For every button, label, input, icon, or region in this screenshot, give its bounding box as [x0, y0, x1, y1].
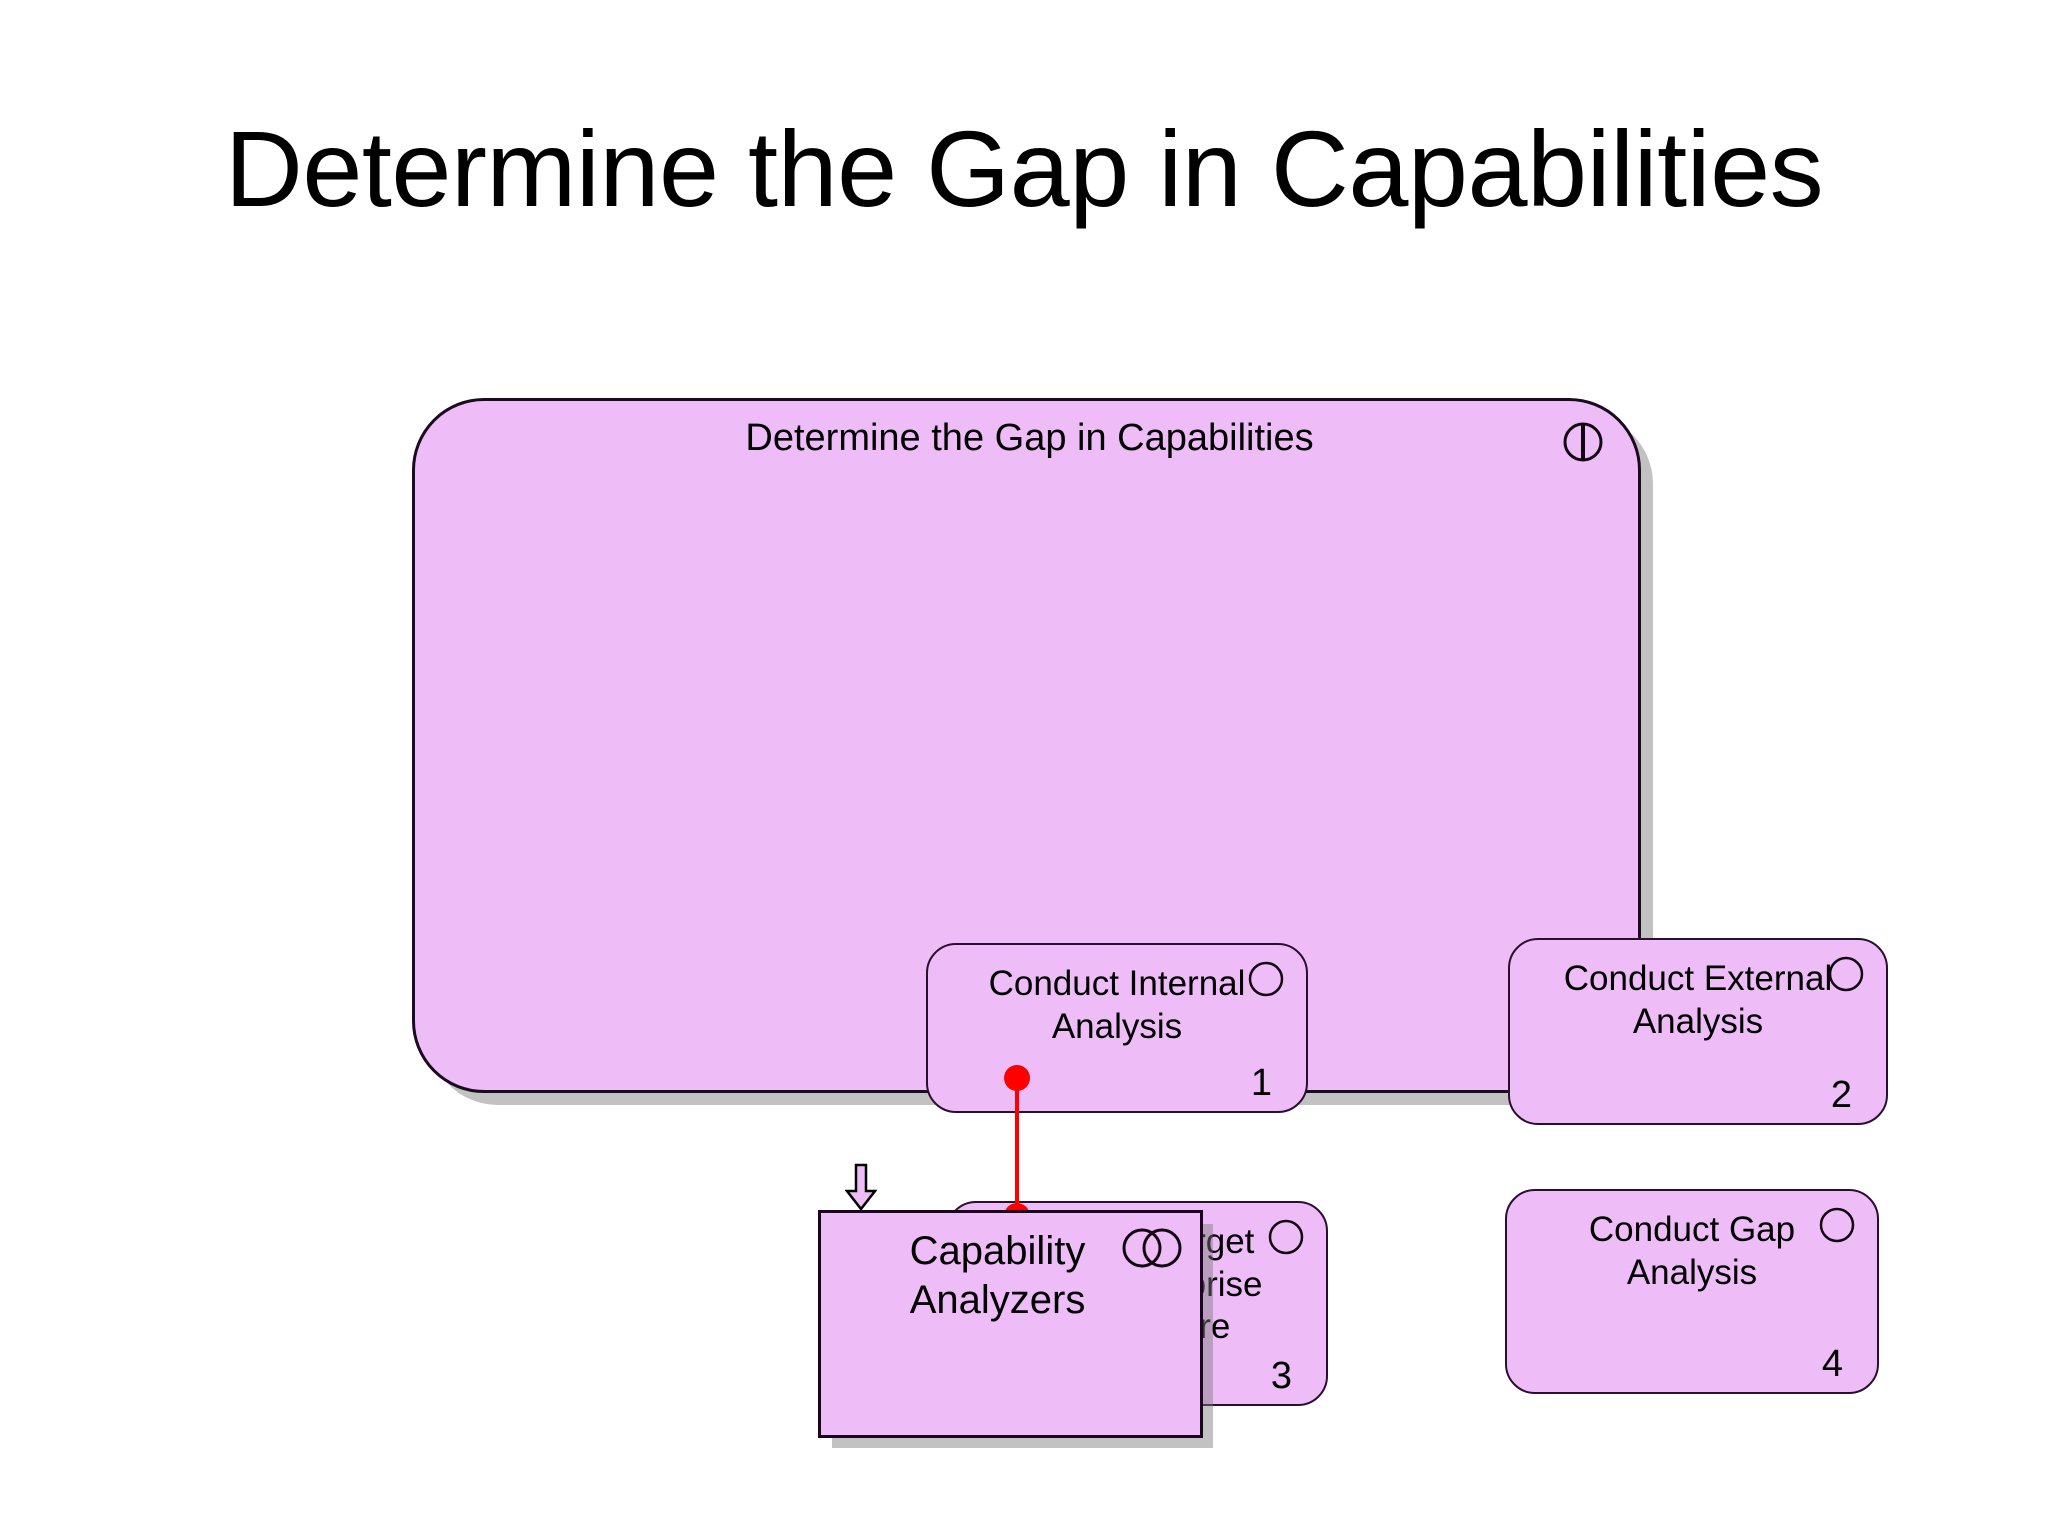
down-arrow-icon	[845, 1163, 877, 1211]
action-number: 4	[1821, 1343, 1843, 1385]
realization-connector-line[interactable]	[1015, 1080, 1019, 1225]
component-label-line1: Capability	[909, 1229, 1086, 1273]
action-label-line1: Conduct Internal	[988, 964, 1246, 1003]
activity-container-title: Determine the Gap in Capabilities	[745, 417, 1314, 459]
action-label: Conduct External Analysis	[1524, 958, 1872, 1043]
action-number: 1	[1250, 1062, 1272, 1104]
activity-circle-icon	[1828, 956, 1864, 992]
activity-circle-icon	[1248, 961, 1284, 997]
action-label-line2: Analysis	[1051, 1006, 1183, 1046]
activity-circle-icon	[1819, 1207, 1855, 1243]
action-number: 2	[1830, 1074, 1852, 1116]
activity-circle-icon	[1268, 1219, 1304, 1255]
action-box-conduct-internal-analysis[interactable]: Conduct Internal Analysis 1	[926, 943, 1308, 1113]
component-capability-analyzers[interactable]: Capability Analyzers	[818, 1210, 1203, 1438]
action-label: Conduct Internal Analysis	[942, 963, 1292, 1048]
action-label-line2: Analysis	[1632, 1001, 1764, 1041]
component-label: Capability Analyzers	[863, 1227, 1132, 1325]
action-number: 3	[1270, 1355, 1292, 1397]
action-label-line1: Conduct Gap	[1588, 1210, 1796, 1249]
page-title: Determine the Gap in Capabilities	[224, 108, 1824, 229]
action-box-conduct-external-analysis[interactable]: Conduct External Analysis 2	[1508, 938, 1888, 1125]
action-label: Conduct Gap Analysis	[1521, 1209, 1863, 1294]
collaboration-double-circle-icon	[1122, 1228, 1182, 1268]
activity-container[interactable]: Determine the Gap in Capabilities Conduc…	[412, 398, 1888, 1406]
action-box-conduct-gap-analysis[interactable]: Conduct Gap Analysis 4	[1505, 1189, 1879, 1394]
connector-endpoint-top[interactable]	[1004, 1065, 1030, 1091]
action-label-line1: Conduct External	[1563, 959, 1833, 998]
component-label-line2: Analyzers	[909, 1277, 1086, 1322]
uml-process-icon	[1563, 422, 1603, 462]
action-label-line2: Analysis	[1626, 1252, 1758, 1292]
